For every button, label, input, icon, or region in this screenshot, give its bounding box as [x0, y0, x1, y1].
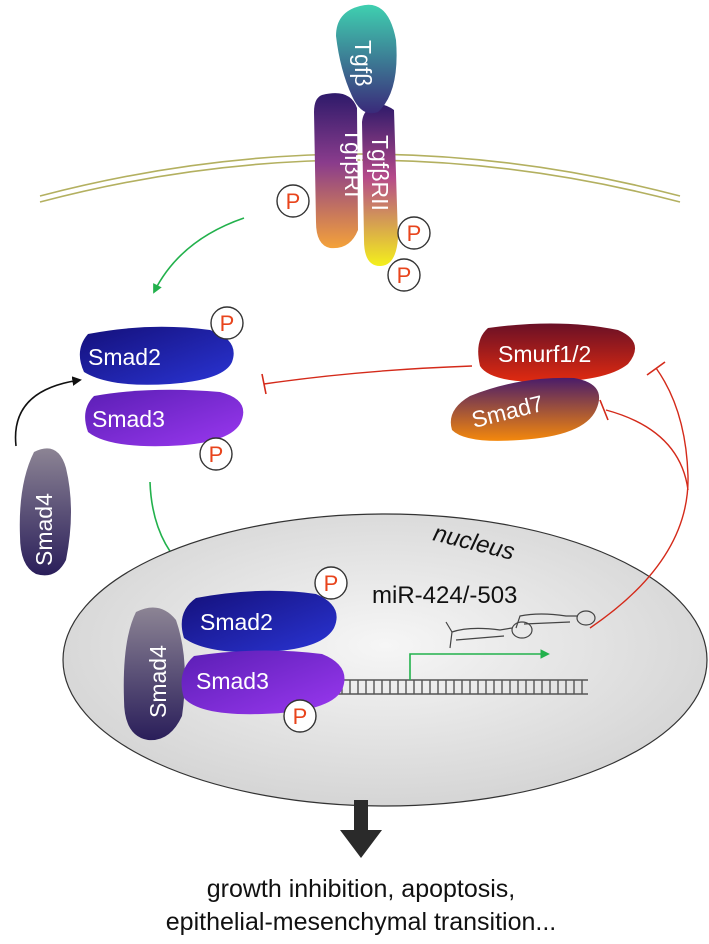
- nucleus: nucleus: [62, 513, 708, 807]
- outcome-line-1: growth inhibition, apoptosis,: [207, 875, 516, 903]
- svg-text:P: P: [407, 221, 422, 246]
- svg-text:P: P: [293, 704, 308, 729]
- phospho-badge: P: [199, 437, 233, 471]
- tgfb-receptor-2: TgfβRII: [362, 104, 398, 266]
- inhibition-line: [261, 365, 473, 395]
- phospho-badge: P: [387, 258, 421, 292]
- mirna-hairpin: [445, 621, 533, 649]
- smad3-label: Smad3: [92, 406, 165, 432]
- smad4-protein: Smad4: [123, 607, 185, 741]
- activation-arrow: [153, 217, 245, 294]
- svg-text:P: P: [209, 442, 224, 467]
- smad2-label: Smad2: [88, 344, 161, 370]
- mirna-label: miR-424/-503: [372, 582, 517, 609]
- tgfb-receptor-2-label: TgfβRII: [367, 135, 393, 211]
- tgfb-ligand-label: Tgfβ: [350, 40, 376, 86]
- svg-text:P: P: [324, 571, 339, 596]
- transcription-arrow: [409, 649, 550, 680]
- mirna-hairpin: [515, 610, 596, 629]
- smad4-label: Smad4: [145, 645, 171, 718]
- smad3-label: Smad3: [196, 668, 269, 694]
- tgfb-receptor-1: TgfβRI: [314, 93, 366, 249]
- smad3-protein: Smad3: [85, 389, 244, 447]
- outcome-line-2: epithelial-mesenchymal transition...: [166, 908, 556, 936]
- svg-text:P: P: [220, 311, 235, 336]
- translocation-arrow: [14, 376, 82, 447]
- phospho-badge: P: [276, 184, 310, 218]
- svg-text:P: P: [286, 189, 301, 214]
- smad2-protein: Smad2: [181, 590, 337, 653]
- smad7-protein: Smad7: [450, 377, 600, 441]
- phospho-badge: P: [397, 216, 431, 250]
- smad3-protein: Smad3: [181, 650, 345, 715]
- smad4-protein: Smad4: [19, 448, 71, 576]
- inhibition-line: [599, 399, 689, 491]
- smad2-protein: Smad2: [79, 326, 234, 385]
- smad2-label: Smad2: [200, 609, 273, 635]
- cell-membrane: [39, 153, 681, 203]
- smurf-label: Smurf1/2: [498, 341, 591, 367]
- dna-strand: [298, 679, 588, 695]
- smad4-label: Smad4: [31, 493, 57, 566]
- phospho-badge: P: [210, 306, 244, 340]
- tgfb-ligand: Tgfβ: [336, 4, 397, 114]
- phospho-badge: P: [314, 566, 348, 600]
- phospho-badge: P: [283, 699, 317, 733]
- svg-text:P: P: [397, 263, 412, 288]
- down-arrow-icon: [340, 800, 382, 858]
- smurf-protein: Smurf1/2: [478, 323, 636, 382]
- tgfb-receptor-1-label: TgfβRI: [340, 128, 366, 197]
